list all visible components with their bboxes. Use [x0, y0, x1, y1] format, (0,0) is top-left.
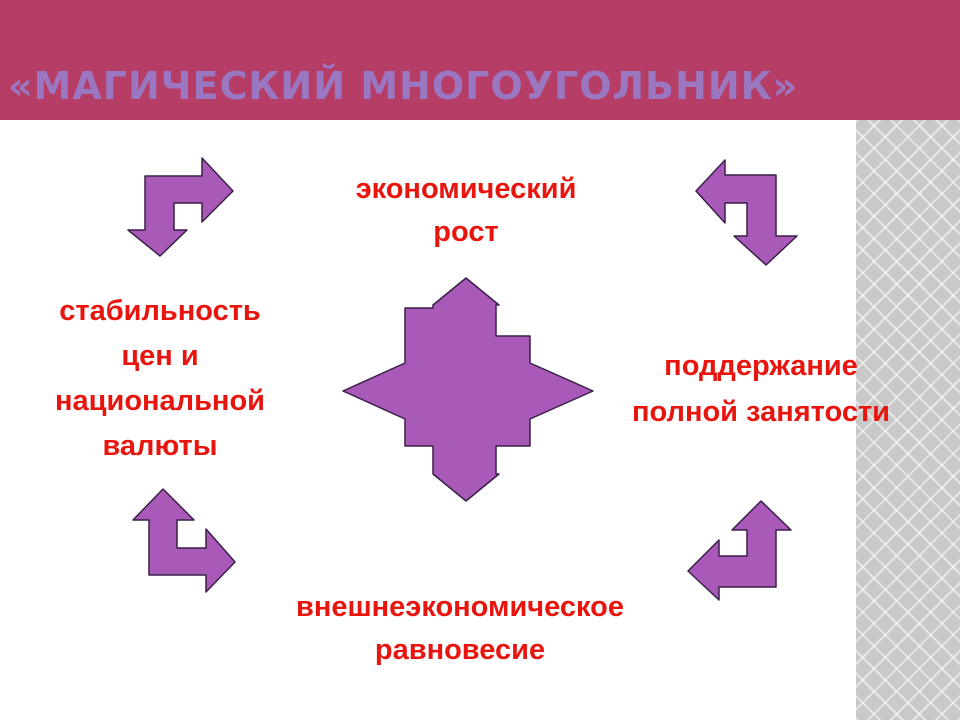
bent-arrow-bottom-right-icon — [687, 500, 792, 601]
node-economic-growth: экономический рост — [316, 168, 616, 254]
node-external-balance: внешнеэкономическое равновесие — [230, 586, 690, 672]
bent-arrow-top-left-icon — [127, 157, 234, 257]
node-external-balance-line-1: внешнеэкономическое — [296, 591, 624, 623]
node-price-stability-line-1: стабильность — [59, 295, 261, 327]
slide-title: «МАГИЧЕСКИЙ МНОГОУГОЛЬНИК» — [8, 64, 799, 108]
node-economic-growth-line-2: рост — [433, 216, 499, 248]
node-price-stability-line-3: национальной — [55, 385, 265, 417]
node-price-stability-line-2: цен и — [121, 340, 199, 372]
node-full-employment-line-1: поддержание — [664, 350, 858, 382]
four-way-arrow-icon — [342, 277, 594, 502]
node-external-balance-line-2: равновесие — [374, 634, 546, 666]
node-full-employment: поддержание полной занятости — [591, 343, 931, 435]
header-band — [0, 0, 960, 120]
bent-arrow-top-right-icon — [695, 159, 798, 266]
node-full-employment-line-2: полной занятости — [632, 396, 890, 428]
decorative-pattern-strip — [856, 120, 960, 720]
node-economic-growth-line-1: экономический — [355, 173, 577, 205]
node-price-stability: стабильность цен и национальной валюты — [10, 289, 310, 469]
bent-arrow-bottom-left-icon — [132, 488, 236, 593]
node-price-stability-line-4: валюты — [102, 430, 218, 462]
